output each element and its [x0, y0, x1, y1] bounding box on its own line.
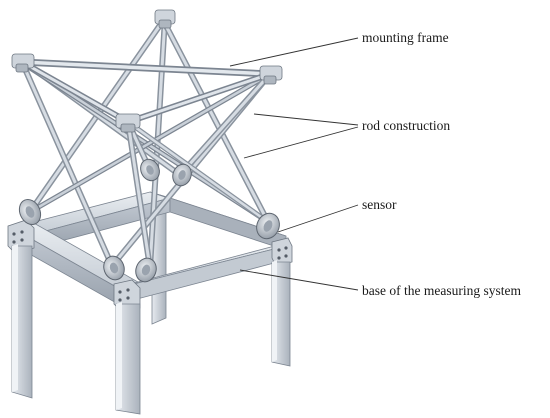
- leader-rod-construction-1: [253, 113, 359, 126]
- sensors: [18, 158, 280, 283]
- label-base: base of the measuring system: [362, 283, 521, 298]
- sensor-back-left: [140, 158, 160, 182]
- leader-sensor: [277, 204, 359, 233]
- label-mounting-frame: mounting frame: [362, 30, 449, 45]
- leader-lines: [229, 37, 359, 291]
- front-legs: [11, 244, 291, 415]
- leader-rod-construction-2: [243, 126, 359, 159]
- sensor-front-right: [135, 257, 157, 283]
- label-rod-construction: rod construction: [362, 118, 451, 133]
- sensor-right: [256, 212, 280, 240]
- mounting-frame: [11, 9, 283, 133]
- sensor-left: [18, 198, 42, 226]
- leader-mounting-frame: [229, 37, 359, 67]
- frame-joint-top: [154, 9, 176, 29]
- sensor-front-left: [103, 255, 125, 281]
- frame-joint-front: [115, 113, 141, 133]
- rod-construction: [19, 15, 273, 271]
- leader-base: [239, 269, 359, 291]
- label-sensor: sensor: [362, 197, 397, 212]
- base-back-beams: [20, 191, 287, 251]
- frame-joint-right: [259, 65, 283, 85]
- sensor-back-right: [172, 163, 192, 187]
- frame-joint-left: [11, 53, 35, 73]
